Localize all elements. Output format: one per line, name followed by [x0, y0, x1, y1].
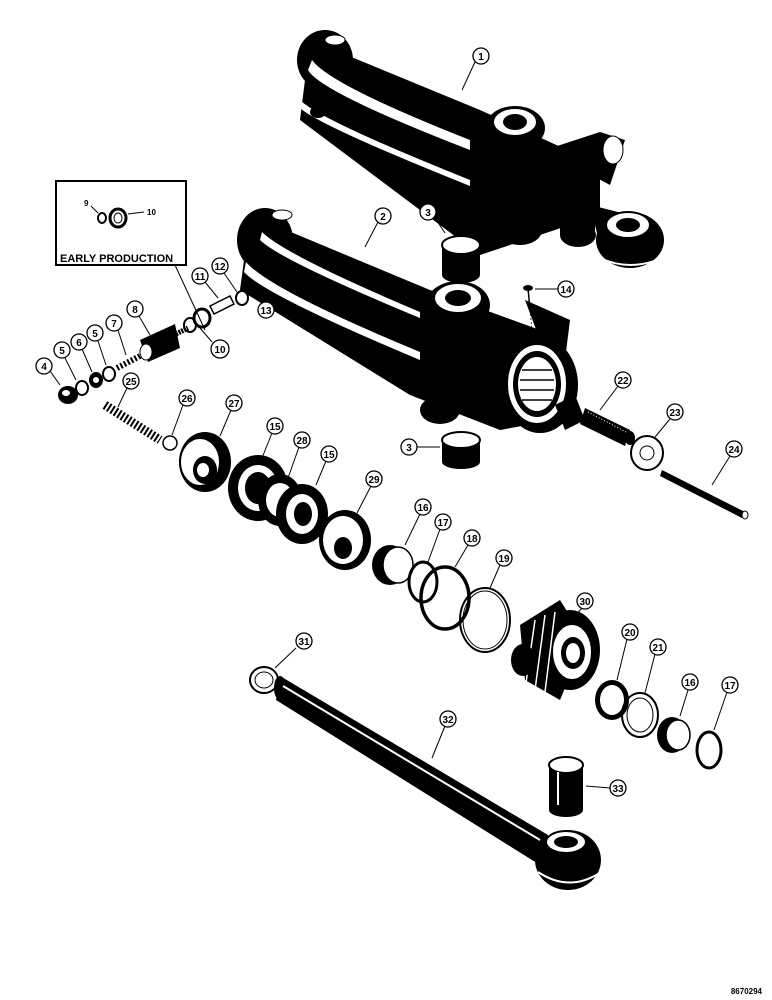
svg-text:7: 7	[111, 319, 117, 330]
seals-and-rings-lower	[595, 680, 723, 770]
fitting-22	[555, 395, 635, 446]
svg-text:25: 25	[125, 377, 137, 388]
spring-25	[102, 401, 163, 444]
piston-parts	[179, 432, 371, 570]
callout-1: 1	[461, 47, 490, 91]
svg-text:32: 32	[442, 715, 454, 726]
inset-part-10: 10	[147, 208, 156, 217]
callout-19: 19	[489, 549, 513, 589]
bushing-3-lower	[441, 431, 481, 469]
callout-17-a: 17	[427, 513, 452, 563]
callout-13: 13	[255, 295, 275, 319]
drawing-code: 8670294	[731, 987, 763, 996]
svg-text:19: 19	[498, 554, 510, 565]
svg-text:23: 23	[669, 408, 681, 419]
svg-text:8: 8	[132, 305, 138, 316]
piston-rod-32	[274, 676, 601, 890]
svg-text:22: 22	[617, 376, 629, 387]
callout-29: 29	[356, 470, 383, 514]
callout-32: 32	[431, 710, 457, 759]
svg-text:5: 5	[59, 346, 65, 357]
svg-text:20: 20	[624, 628, 636, 639]
callout-21: 21	[644, 638, 667, 694]
svg-text:17: 17	[437, 518, 449, 529]
callout-28: 28	[287, 431, 311, 479]
svg-text:12: 12	[214, 262, 226, 273]
callout-11: 11	[191, 267, 219, 299]
callouts: 1 2 3 3 4 5 5	[35, 47, 743, 797]
svg-text:3: 3	[425, 208, 431, 219]
callout-7: 7	[105, 314, 127, 356]
rod-24	[660, 470, 749, 520]
callout-10: 10	[199, 327, 230, 359]
callout-5-b: 5	[86, 324, 107, 366]
callout-26: 26	[171, 389, 196, 436]
svg-text:28: 28	[296, 436, 308, 447]
washer-23	[630, 435, 664, 471]
bushing-3-upper	[441, 235, 481, 283]
svg-text:2: 2	[380, 212, 386, 223]
callout-17-b: 17	[713, 676, 739, 731]
valve-small-parts	[58, 287, 261, 404]
callout-22: 22	[599, 371, 632, 411]
callout-15-a: 15	[261, 417, 284, 459]
bushing-33	[548, 756, 584, 817]
callout-25: 25	[117, 372, 140, 408]
svg-text:33: 33	[612, 784, 624, 795]
callout-3-upper: 3	[419, 203, 446, 234]
svg-text:16: 16	[684, 678, 696, 689]
inset-title: EARLY PRODUCTION	[60, 253, 173, 265]
svg-text:18: 18	[466, 534, 478, 545]
cylinder-barrel-2	[237, 208, 578, 433]
callout-4: 4	[35, 357, 61, 386]
callout-24: 24	[711, 440, 743, 486]
svg-text:30: 30	[579, 597, 591, 608]
callout-16-a: 16	[404, 498, 432, 546]
inset-part-9: 9	[84, 199, 89, 208]
svg-text:29: 29	[368, 475, 380, 486]
callout-33: 33	[585, 779, 627, 797]
callout-12: 12	[211, 257, 238, 293]
callout-18: 18	[454, 529, 481, 568]
callout-16-b: 16	[679, 673, 699, 717]
washer-31	[249, 666, 279, 694]
svg-text:31: 31	[298, 637, 310, 648]
gland-30	[511, 600, 600, 700]
screw-14	[523, 285, 534, 341]
svg-text:21: 21	[652, 643, 664, 654]
inset-early-production: 9 10 EARLY PRODUCTION	[55, 180, 206, 331]
seals-and-rings-upper	[372, 545, 511, 653]
ball-26	[162, 435, 178, 451]
svg-text:17: 17	[724, 681, 736, 692]
callout-20: 20	[616, 623, 639, 681]
callout-3-lower: 3	[400, 438, 440, 456]
svg-text:14: 14	[560, 285, 572, 296]
svg-text:15: 15	[323, 450, 335, 461]
cylinder-assembly-1	[297, 30, 664, 268]
callout-31: 31	[274, 632, 313, 669]
svg-text:13: 13	[260, 306, 272, 317]
svg-text:26: 26	[181, 394, 193, 405]
svg-text:3: 3	[406, 443, 412, 454]
callout-14: 14	[535, 280, 575, 298]
svg-text:4: 4	[41, 362, 47, 373]
svg-text:15: 15	[269, 422, 281, 433]
callout-15-b: 15	[315, 445, 338, 486]
callout-27: 27	[219, 394, 243, 437]
callout-6: 6	[70, 333, 93, 373]
svg-text:5: 5	[92, 329, 98, 340]
callout-8: 8	[126, 300, 151, 336]
svg-text:11: 11	[195, 272, 206, 283]
svg-text:6: 6	[76, 338, 82, 349]
callout-2: 2	[364, 207, 392, 248]
svg-text:10: 10	[214, 345, 226, 356]
svg-text:24: 24	[728, 445, 740, 456]
callout-5-a: 5	[53, 341, 77, 381]
svg-text:1: 1	[478, 52, 484, 63]
svg-text:27: 27	[228, 399, 240, 410]
callout-30: 30	[569, 592, 594, 623]
callout-23: 23	[654, 403, 684, 438]
svg-text:16: 16	[417, 503, 429, 514]
